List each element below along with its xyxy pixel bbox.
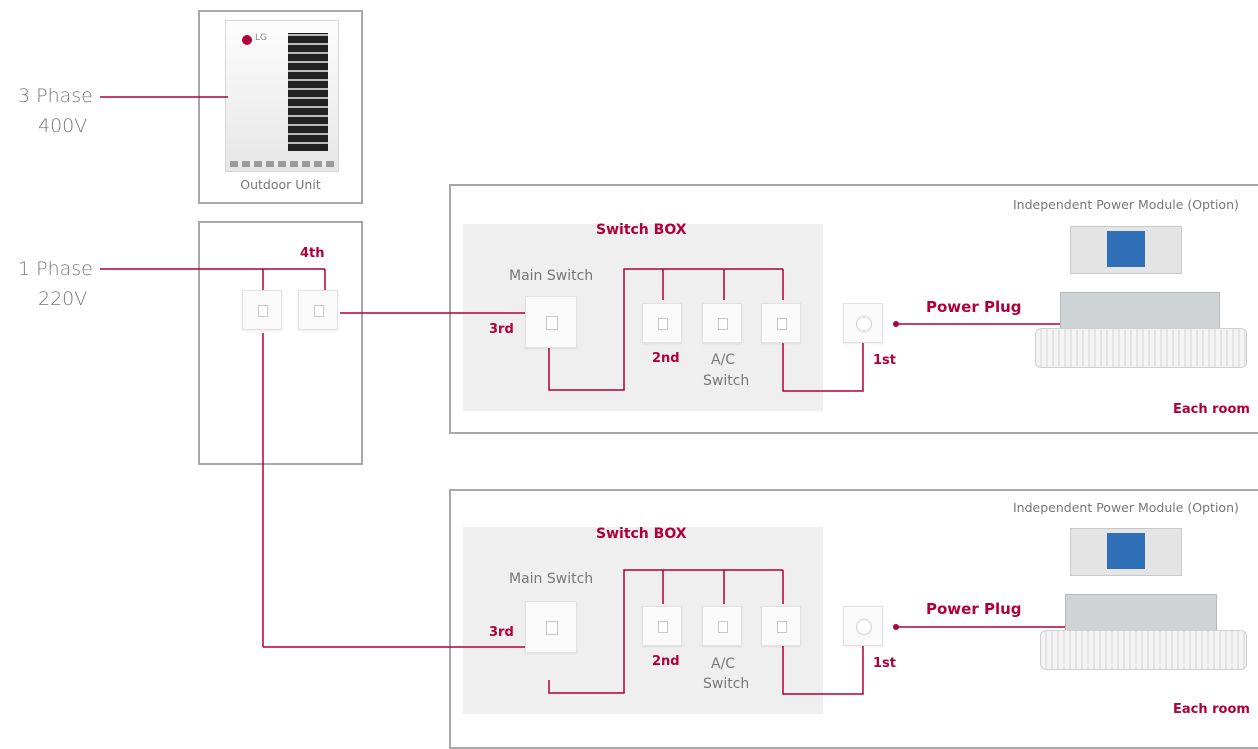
three-phase-voltage: 400V xyxy=(38,113,87,139)
step-1st-label: 1st xyxy=(873,656,896,671)
main-switch[interactable] xyxy=(525,296,577,348)
switch-box-title: Switch BOX xyxy=(596,526,687,542)
ac-switch-label-line1: A/C xyxy=(711,656,735,672)
single-phase-label: 1 Phase xyxy=(18,256,93,282)
power-module-board-icon xyxy=(1107,533,1145,569)
ac-switch-3[interactable] xyxy=(761,606,801,646)
power-module-label: Independent Power Module (Option) xyxy=(1013,500,1239,515)
power-module-image xyxy=(1070,528,1182,576)
ac-switch-label-line2: Switch xyxy=(703,676,749,692)
ac-switch-3[interactable] xyxy=(761,303,801,343)
ac-switch-1[interactable] xyxy=(642,303,682,343)
breaker-switch-1[interactable] xyxy=(242,290,282,330)
cassette-unit-image xyxy=(1035,288,1245,368)
three-phase-text: 3 Phase xyxy=(18,85,93,107)
main-switch[interactable] xyxy=(525,601,577,653)
power-module-image xyxy=(1070,226,1182,274)
cassette-unit-image xyxy=(1040,590,1245,670)
three-phase-label: 3 Phase xyxy=(18,83,93,109)
each-room-label: Each room xyxy=(1173,702,1250,717)
ac-switch-2[interactable] xyxy=(702,606,742,646)
power-socket[interactable] xyxy=(843,606,883,646)
single-phase-voltage: 220V xyxy=(38,286,87,312)
step-4th-label: 4th xyxy=(300,246,325,261)
main-switch-label: Main Switch xyxy=(509,268,593,284)
switch-box-title: Switch BOX xyxy=(596,222,687,238)
each-room-label: Each room xyxy=(1173,402,1250,417)
power-socket[interactable] xyxy=(843,303,883,343)
step-2nd-label: 2nd xyxy=(652,351,680,366)
ac-switch-label-line1: A/C xyxy=(711,352,735,368)
breaker-switch-2[interactable] xyxy=(298,290,338,330)
power-module-board-icon xyxy=(1107,231,1145,267)
step-3rd-label: 3rd xyxy=(489,322,514,337)
ac-switch-label-line2: Switch xyxy=(703,373,749,389)
cassette-panel xyxy=(1035,328,1247,368)
ac-switch-1[interactable] xyxy=(642,606,682,646)
main-switch-label: Main Switch xyxy=(509,571,593,587)
power-plug-label: Power Plug xyxy=(926,600,1022,618)
ac-switch-2[interactable] xyxy=(702,303,742,343)
step-1st-label: 1st xyxy=(873,353,896,368)
power-plug-label: Power Plug xyxy=(926,298,1022,316)
power-module-label: Independent Power Module (Option) xyxy=(1013,197,1239,212)
step-3rd-label: 3rd xyxy=(489,625,514,640)
cassette-panel xyxy=(1040,630,1247,670)
step-2nd-label: 2nd xyxy=(652,654,680,669)
